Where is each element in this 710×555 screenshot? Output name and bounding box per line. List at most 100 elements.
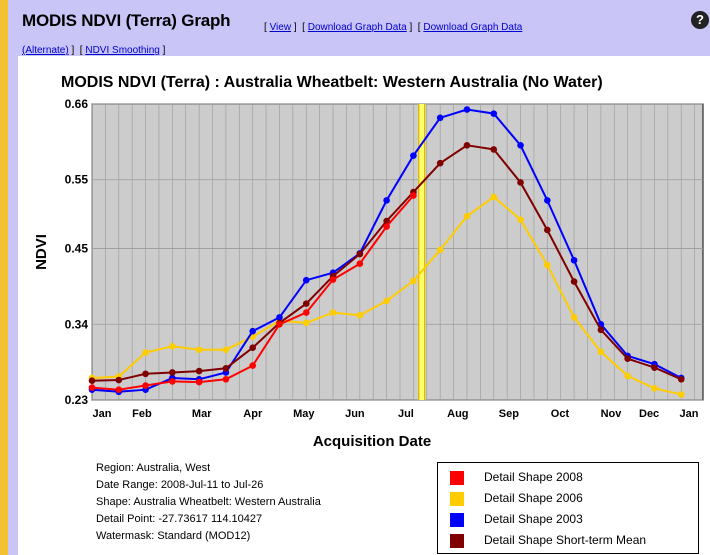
y-tick-label: 0.45 bbox=[65, 242, 89, 256]
data-point bbox=[142, 382, 149, 389]
data-point bbox=[410, 152, 417, 159]
legend-label: Detail Shape Short-term Mean bbox=[484, 533, 647, 547]
data-point bbox=[490, 193, 498, 201]
data-point bbox=[195, 378, 203, 386]
data-point bbox=[490, 110, 498, 117]
data-point bbox=[88, 377, 96, 385]
data-point bbox=[356, 312, 364, 319]
data-point bbox=[329, 309, 337, 316]
legend-label: Detail Shape 2006 bbox=[484, 491, 583, 505]
x-tick-label: Nov bbox=[601, 408, 623, 420]
ndvi-smoothing-link[interactable]: NDVI Smoothing bbox=[85, 45, 160, 56]
data-point bbox=[222, 346, 230, 354]
data-point bbox=[115, 376, 123, 384]
data-point bbox=[624, 355, 631, 362]
data-point bbox=[356, 250, 364, 258]
data-point bbox=[597, 326, 605, 334]
x-tick-label: Jul bbox=[398, 408, 414, 420]
info-date-range: Date Range: 2008-Jul-11 to Jul-26 bbox=[96, 479, 264, 491]
legend-label: Detail Shape 2008 bbox=[484, 470, 583, 484]
data-point bbox=[436, 114, 444, 122]
data-point bbox=[544, 197, 551, 204]
data-point bbox=[517, 216, 524, 223]
data-point bbox=[597, 348, 605, 356]
legend-swatch bbox=[450, 471, 464, 485]
help-icon[interactable]: ? bbox=[691, 11, 709, 29]
data-point bbox=[463, 106, 471, 113]
x-tick-label: Dec bbox=[639, 408, 659, 420]
data-point bbox=[88, 384, 96, 391]
data-point bbox=[383, 197, 390, 204]
download-graph-data-alternate-link-cont[interactable]: (Alternate) bbox=[22, 45, 69, 56]
data-point bbox=[302, 309, 310, 316]
data-point bbox=[410, 277, 417, 285]
data-point bbox=[276, 314, 283, 321]
info-detail-point: Detail Point: -27.73617 114.10427 bbox=[96, 513, 263, 525]
data-point bbox=[302, 300, 310, 307]
data-point bbox=[544, 226, 551, 234]
chart-info: Region: Australia, West Date Range: 2008… bbox=[96, 460, 321, 545]
x-tick-label: Jan bbox=[680, 408, 699, 420]
legend-label: Detail Shape 2003 bbox=[484, 512, 583, 526]
data-point bbox=[169, 369, 176, 376]
x-tick-label: Oct bbox=[551, 408, 570, 420]
data-point bbox=[302, 319, 310, 327]
download-graph-data-link[interactable]: Download Graph Data bbox=[307, 22, 407, 33]
data-point bbox=[195, 367, 203, 375]
x-tick-label: Jun bbox=[345, 408, 365, 420]
data-point bbox=[677, 376, 685, 383]
current-date-band bbox=[417, 104, 426, 400]
data-point bbox=[249, 327, 257, 335]
data-point bbox=[517, 142, 524, 149]
y-tick-label: 0.66 bbox=[65, 97, 89, 111]
y-axis-label: NDVI bbox=[33, 234, 50, 270]
data-point bbox=[410, 192, 417, 199]
data-point bbox=[517, 179, 524, 186]
data-point bbox=[624, 372, 631, 380]
info-region: Region: Australia, West bbox=[96, 462, 211, 474]
y-tick-label: 0.55 bbox=[65, 173, 89, 187]
x-tick-label: May bbox=[293, 408, 315, 420]
links-row-1: [ View ] [ Download Graph Data ] [ Downl… bbox=[264, 22, 523, 33]
legend-swatch bbox=[450, 492, 464, 506]
legend-swatch bbox=[450, 534, 464, 548]
y-tick-label: 0.23 bbox=[65, 393, 89, 407]
data-point bbox=[570, 278, 578, 285]
data-point bbox=[651, 364, 658, 371]
view-link[interactable]: View bbox=[269, 22, 292, 33]
download-graph-data-alternate-link[interactable]: Download Graph Data bbox=[423, 22, 523, 33]
data-point bbox=[544, 261, 551, 269]
data-point bbox=[463, 212, 471, 220]
x-tick-label: Sep bbox=[499, 408, 519, 420]
x-tick-label: Apr bbox=[243, 408, 263, 420]
data-point bbox=[570, 314, 578, 321]
chart-area: MODIS NDVI (Terra) : Australia Wheatbelt… bbox=[18, 56, 710, 555]
x-tick-label: Feb bbox=[132, 408, 152, 420]
data-point bbox=[570, 256, 578, 264]
data-point bbox=[329, 276, 337, 283]
data-point bbox=[356, 260, 364, 268]
x-tick-label: Jan bbox=[93, 408, 112, 420]
ndvi-chart: MODIS NDVI (Terra) : Australia Wheatbelt… bbox=[33, 74, 704, 450]
links-row-2: (Alternate) ] [ NDVI Smoothing ] bbox=[22, 45, 166, 56]
data-point bbox=[249, 362, 257, 369]
data-point bbox=[302, 276, 310, 284]
plot-background bbox=[91, 103, 704, 401]
data-point bbox=[383, 217, 390, 225]
data-point bbox=[222, 365, 230, 372]
y-tick-label: 0.34 bbox=[65, 317, 89, 331]
info-shape: Shape: Australia Wheatbelt: Western Aust… bbox=[96, 496, 321, 508]
data-point bbox=[169, 378, 176, 385]
data-point bbox=[142, 370, 149, 378]
data-point bbox=[169, 343, 176, 350]
data-point bbox=[651, 384, 658, 392]
data-point bbox=[436, 246, 444, 254]
info-watermask: Watermask: Standard (MOD12) bbox=[96, 530, 251, 542]
data-point bbox=[222, 376, 230, 383]
x-axis-label: Acquisition Date bbox=[313, 433, 431, 450]
legend-swatch bbox=[450, 513, 464, 527]
data-point bbox=[195, 346, 203, 354]
x-tick-label: Aug bbox=[447, 408, 468, 420]
chart-legend: Detail Shape 2008 Detail Shape 2006 Deta… bbox=[437, 462, 699, 554]
data-point bbox=[383, 297, 390, 305]
